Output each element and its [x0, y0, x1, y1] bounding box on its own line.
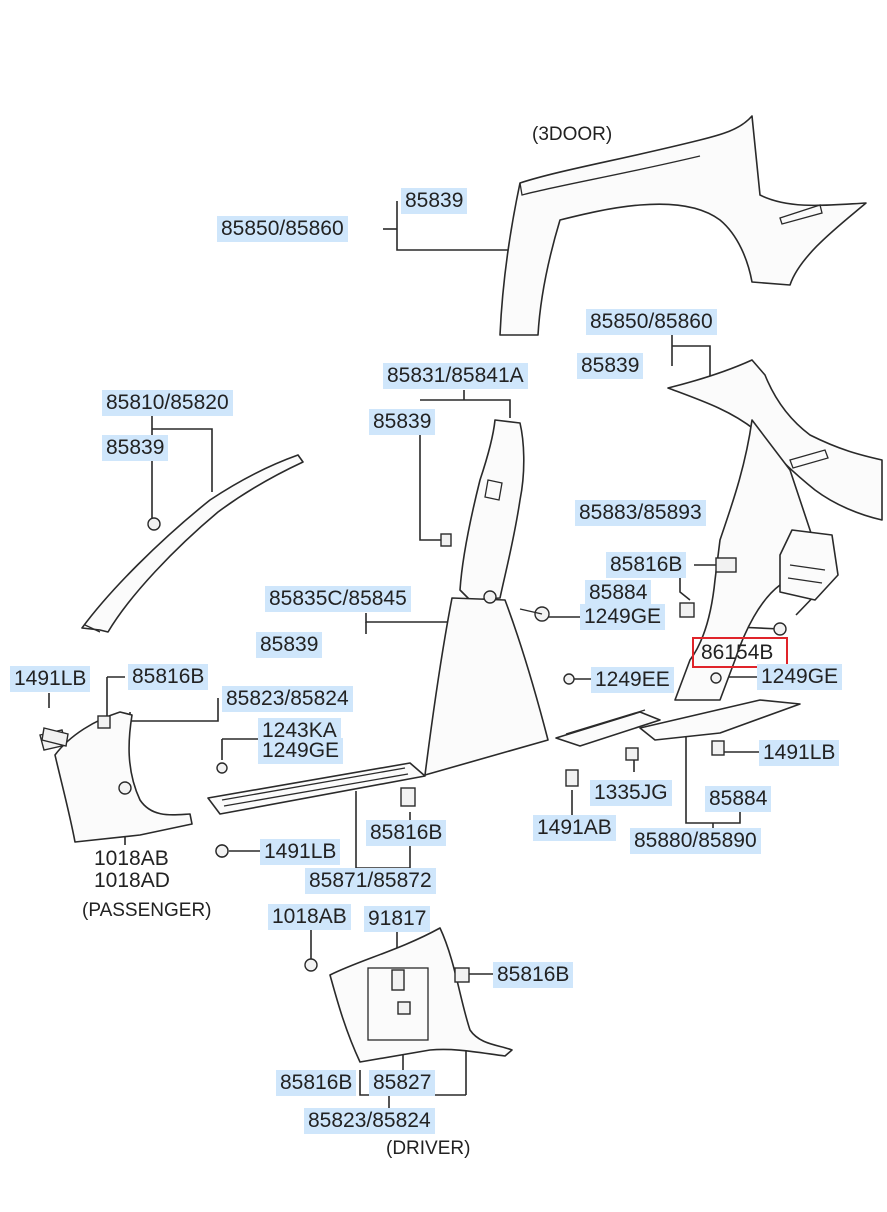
rear-scuff-plate — [555, 672, 801, 787]
part-label[interactable]: 85839 — [369, 409, 436, 435]
note-passenger: (PASSENGER) — [82, 900, 212, 921]
a-pillar-trim — [81, 454, 304, 633]
part-label[interactable]: 85839 — [102, 435, 169, 461]
front-scuff-plate — [207, 762, 426, 858]
note-driver: (DRIVER) — [386, 1138, 471, 1159]
part-label[interactable]: 85871/85872 — [305, 868, 436, 894]
part-label[interactable]: 1491LB — [260, 839, 341, 865]
part-label[interactable]: 1018AD — [94, 869, 170, 892]
part-label[interactable]: 1018AB — [268, 904, 351, 930]
part-label[interactable]: 85884 — [705, 786, 772, 812]
part-label[interactable]: 85810/85820 — [102, 390, 233, 416]
passenger-kick-panel — [39, 711, 193, 843]
part-label[interactable]: 91817 — [364, 906, 431, 932]
part-label[interactable]: 85816B — [366, 820, 447, 846]
part-label[interactable]: 85816B — [128, 664, 209, 690]
part-label[interactable]: 85816B — [606, 552, 687, 578]
part-label[interactable]: 1018AB — [94, 847, 169, 870]
part-label[interactable]: 85839 — [401, 188, 468, 214]
part-label[interactable]: 1249GE — [580, 604, 666, 630]
part-label[interactable]: 85880/85890 — [630, 828, 761, 854]
quarter-trim-3door — [499, 115, 867, 336]
driver-kick-panel — [304, 927, 513, 1063]
highlight-box — [692, 637, 788, 668]
part-label[interactable]: 1491LB — [759, 740, 840, 766]
clips — [41, 727, 229, 858]
quarter-trim-rear — [667, 359, 883, 701]
b-pillar-trim — [440, 419, 525, 601]
part-label[interactable]: 85839 — [577, 353, 644, 379]
part-label[interactable]: 85839 — [256, 632, 323, 658]
part-label[interactable]: 85883/85893 — [575, 500, 706, 526]
part-label[interactable]: 85823/85824 — [304, 1108, 435, 1134]
part-label[interactable]: 1491AB — [533, 815, 616, 841]
shelf-side-cover — [679, 529, 839, 636]
center-pillar-lower — [424, 590, 550, 776]
part-label[interactable]: 85827 — [369, 1070, 436, 1096]
part-label[interactable]: 85884 — [585, 580, 652, 606]
note-3door: (3DOOR) — [532, 124, 613, 145]
part-label[interactable]: 1335JG — [590, 780, 672, 806]
part-label[interactable]: 85816B — [276, 1070, 357, 1096]
part-label[interactable]: 85831/85841A — [383, 363, 528, 389]
part-label[interactable]: 1249GE — [757, 664, 843, 690]
part-label[interactable]: 85850/85860 — [586, 309, 717, 335]
part-label[interactable]: 1249EE — [591, 667, 674, 693]
part-label[interactable]: 1249GE — [258, 738, 344, 764]
part-label-highlighted[interactable]: 86154B — [701, 641, 774, 664]
part-label[interactable]: 85850/85860 — [217, 216, 348, 242]
part-label[interactable]: 85823/85824 — [222, 686, 353, 712]
part-label[interactable]: 85816B — [493, 962, 574, 988]
part-label[interactable]: 1491LB — [10, 666, 91, 692]
part-label[interactable]: 85835C/85845 — [265, 586, 411, 612]
